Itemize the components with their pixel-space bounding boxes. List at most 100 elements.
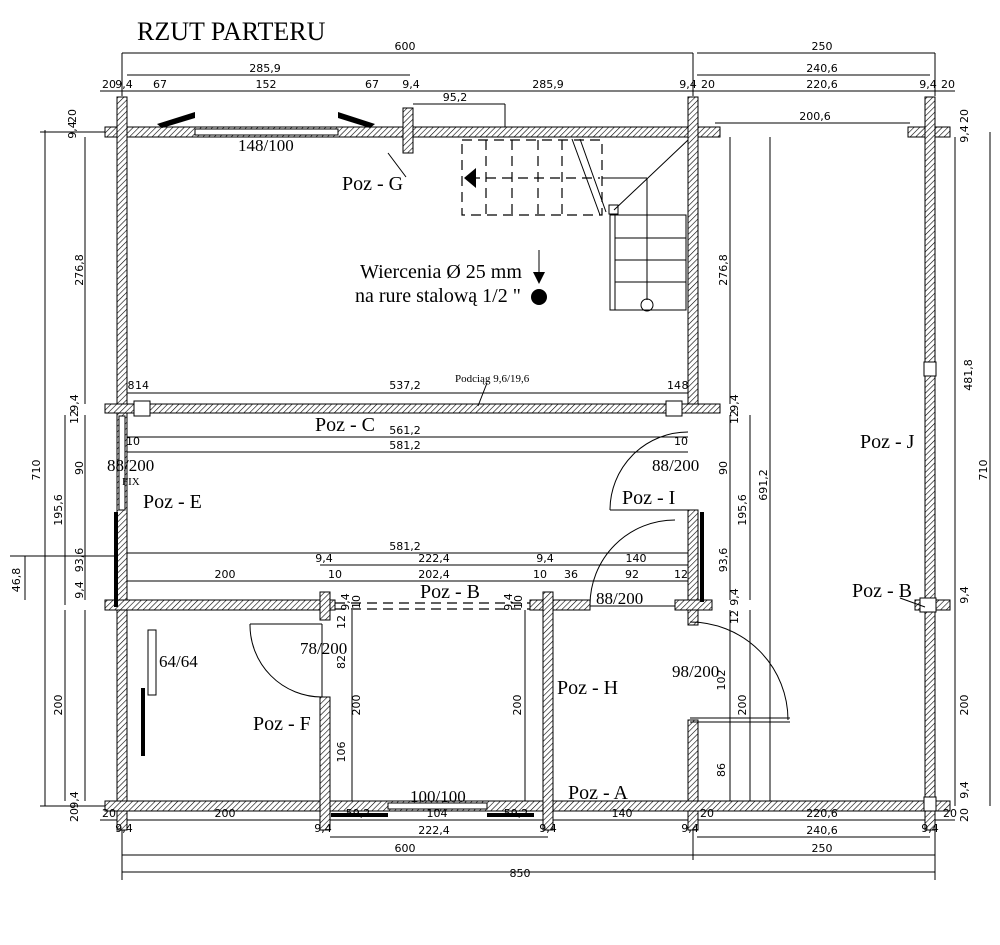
poz-h-label: Poz - H (557, 677, 618, 699)
drill-note-line1: Wiercenia Ø 25 mm (360, 261, 522, 283)
dimension-label: 10 (533, 568, 547, 581)
dimension-label: 9,4 (66, 121, 79, 139)
dimension-label: 67 (365, 78, 379, 91)
dimension-label: 20 (941, 78, 955, 91)
dimension-lines (10, 52, 991, 880)
dimension-label: 10 (512, 595, 525, 609)
dimension-label: 276,8 (717, 254, 730, 286)
dimension-label: 220,6 (806, 78, 838, 91)
dimension-label: 9,4 (115, 78, 133, 91)
poz-g-label: Poz - G (342, 173, 403, 195)
beam-poz-c (104, 403, 721, 414)
dimension-label: 200 (215, 568, 236, 581)
dimension-label: 12 (728, 410, 741, 424)
doors (249, 431, 790, 723)
dimension-label: 9,4 (681, 822, 699, 835)
dimension-label: 10 (674, 435, 688, 448)
dimension-label: 9,4 (115, 822, 133, 835)
poz-c-label: Poz - C (315, 414, 375, 436)
poz-f-label: Poz - F (253, 713, 311, 735)
dimension-label: 581,2 (389, 540, 421, 553)
plan-title: RZUT PARTERU (137, 17, 326, 46)
dimension-label: 202,4 (418, 568, 450, 581)
dimension-label: 9,4 (539, 822, 557, 835)
dimension-label: 20 (701, 78, 715, 91)
dimension-label: 9,4 (728, 394, 741, 412)
dimension-label: 250 (812, 40, 833, 53)
window-bottom-label: 100/100 (410, 787, 466, 806)
dimension-label: 222,4 (418, 824, 450, 837)
door-right-upper-label: 88/200 (652, 456, 699, 475)
dimension-label: 710 (977, 460, 990, 481)
window-top (194, 128, 339, 136)
dimension-label: 59,2 (346, 807, 371, 820)
window-left-label: 88/200 (107, 456, 154, 475)
dimension-label: 46,8 (10, 568, 23, 593)
dimension-label: 12 (335, 615, 348, 629)
poz-b-right-label: Poz - B (852, 580, 912, 602)
door-f-label: 78/200 (300, 639, 347, 658)
dimension-label: 561,2 (389, 424, 421, 437)
poz-a-label: Poz - A (568, 782, 629, 804)
dimension-label: 10 (350, 595, 363, 609)
dimension-label: 276,8 (73, 254, 86, 286)
dimension-label: 9,4 (958, 125, 971, 143)
drill-note-line2: na rure stalową 1/2 " (355, 285, 521, 307)
dimension-label: 152 (256, 78, 277, 91)
dimension-label: 220,6 (806, 807, 838, 820)
dimension-label: 90 (717, 461, 730, 475)
dimension-label: 850 (510, 867, 531, 880)
dimension-label: 59,2 (504, 807, 529, 820)
staircase (461, 138, 689, 312)
window-small (147, 629, 157, 696)
dimension-label: 93,6 (717, 548, 730, 573)
dimension-label: 200 (215, 807, 236, 820)
dimension-label: 9,4 (958, 781, 971, 799)
dimension-label: 10 (328, 568, 342, 581)
dimension-label: 93,6 (73, 548, 86, 573)
dimension-label: 9,4 (958, 586, 971, 604)
window-left-fix (118, 415, 126, 511)
dimension-label: 9,4 (73, 581, 86, 599)
dimension-label: 82 (335, 655, 348, 669)
dimension-label: 9,4 (679, 78, 697, 91)
poz-j-label: Poz - J (860, 431, 915, 453)
stair-arrow-icon (464, 168, 476, 188)
labels: 148/100 Poz - G Wiercenia Ø 25 mm na rur… (107, 136, 915, 806)
window-bottom (387, 802, 488, 810)
dimension-label: 600 (395, 842, 416, 855)
dimension-label: 285,9 (249, 62, 281, 75)
dimension-label: 200 (736, 695, 749, 716)
dimension-label: 20 (102, 78, 116, 91)
dimension-label: 92 (625, 568, 639, 581)
radiators (114, 112, 704, 817)
dimension-label: 481,8 (962, 359, 975, 391)
dimension-label: 9,4 (919, 78, 937, 91)
dimension-label: 67 (153, 78, 167, 91)
dimension-label: 20 (700, 807, 714, 820)
poz-b-label: Poz - B (420, 581, 480, 603)
dimension-label: 20 (958, 109, 971, 123)
door-right-lower-label: 98/200 (672, 662, 719, 681)
dimension-label: 240,6 (806, 62, 838, 75)
dimension-label: 9,4 (314, 822, 332, 835)
fix-label: FIX (122, 476, 140, 488)
dimension-label: 36 (564, 568, 578, 581)
poz-i-label: Poz - I (622, 487, 675, 509)
dimension-label: 140 (626, 552, 647, 565)
dimension-label: 9,4 (502, 593, 515, 611)
dimension-label: 222,4 (418, 552, 450, 565)
dimension-label: 9,4 (68, 394, 81, 412)
dimension-label: 9,4 (339, 593, 352, 611)
dimension-label: 9,4 (315, 552, 333, 565)
poz-e-label: Poz - E (143, 491, 202, 513)
dimension-label: 9,4 (921, 822, 939, 835)
dimension-label: 10 (126, 435, 140, 448)
dimension-label: 104 (427, 807, 448, 820)
dimension-label: 8 (128, 379, 135, 392)
dimension-label: 95,2 (443, 91, 468, 104)
dimension-label: 12 (728, 610, 741, 624)
dimension-label: 710 (30, 460, 43, 481)
dimension-label: 537,2 (389, 379, 421, 392)
